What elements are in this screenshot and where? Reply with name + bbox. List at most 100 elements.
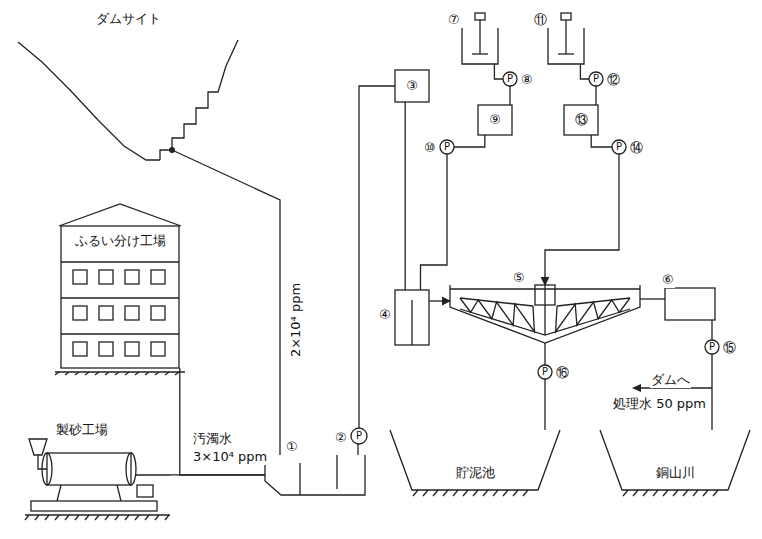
text-holder: ⑦	[447, 9, 461, 28]
sludge-pond-outline	[390, 430, 560, 500]
floor-line	[61, 333, 179, 334]
annotation: 汚濁水	[192, 432, 233, 447]
callout-number: ⑥	[661, 273, 675, 288]
partition	[336, 455, 337, 489]
ground-hatch	[483, 490, 488, 496]
ground-hatch	[35, 515, 39, 520]
ground-hatch	[423, 490, 428, 496]
pipe-line	[544, 355, 545, 365]
mixing-tank-outline	[548, 28, 584, 64]
pipe-line	[429, 300, 450, 301]
ground-hatch	[165, 515, 169, 520]
label-holder: 2×10⁴ ppm	[285, 282, 304, 358]
ground-hatch	[623, 490, 628, 496]
mixing-tank: ⑪	[548, 28, 584, 64]
agitator-shaft	[565, 20, 566, 54]
window	[99, 342, 113, 356]
sludge-pond: 貯泥池	[390, 430, 560, 500]
window	[151, 342, 165, 356]
ground-hatch	[125, 372, 129, 375]
agitator-paddle	[558, 53, 574, 54]
box-outline	[395, 70, 429, 102]
process-box: ③	[395, 70, 429, 102]
pump: P⑧	[503, 72, 517, 86]
tank-wall	[265, 455, 365, 495]
label-holder: ダムサイト	[95, 8, 162, 27]
pump-circle	[705, 340, 719, 354]
ground-hatch	[135, 515, 139, 520]
ground-hatch	[155, 372, 159, 375]
pump-circle	[503, 72, 517, 86]
settling-tank: ①	[265, 455, 365, 495]
ground-hatch	[713, 490, 718, 496]
pipe-line	[640, 298, 665, 299]
node-label: 貯泥池	[455, 466, 496, 481]
annotation: 2×10⁴ ppm	[289, 282, 304, 358]
ground-hatch	[65, 372, 69, 375]
node-label: P	[355, 430, 363, 442]
pump-circle	[538, 365, 552, 379]
text-holder: ⑯	[555, 362, 570, 381]
ground-hatch	[145, 515, 149, 520]
agitator-shaft	[479, 20, 480, 54]
ground-hatch	[165, 372, 169, 375]
pipe-line	[595, 86, 596, 105]
label-holder: 汚濁水	[192, 428, 233, 447]
ground-hatch	[125, 515, 129, 520]
ground-hatch	[643, 490, 648, 496]
intake-dot	[169, 147, 175, 153]
callout-number: ⑧	[520, 73, 534, 88]
ground-hatch	[633, 490, 638, 496]
agitator-motor	[475, 13, 485, 20]
rake-arm	[460, 309, 630, 335]
text-holder: ③	[395, 70, 429, 102]
pipe-line	[454, 135, 485, 147]
text-holder: P	[612, 140, 626, 154]
window	[99, 306, 113, 320]
node-label: P	[506, 73, 514, 85]
node-label: ふるい分け工場	[74, 234, 167, 249]
text-holder: ⑥	[661, 269, 675, 288]
outlet-pipe	[136, 474, 170, 475]
window	[99, 270, 113, 284]
box-outline	[665, 288, 715, 320]
sludge-outlet	[544, 343, 545, 355]
text-holder: ⑪	[533, 9, 548, 28]
rake-bracing	[460, 298, 534, 332]
mixing-box-outline	[395, 290, 429, 345]
ground-hatch	[105, 372, 109, 375]
support	[57, 485, 121, 501]
mill-drum	[47, 453, 131, 485]
pipe-line	[509, 86, 510, 105]
callout-number: ④	[378, 308, 392, 323]
building-body	[61, 226, 179, 368]
mixing-box: ④	[395, 290, 429, 345]
text-holder: P	[351, 428, 367, 444]
sand-plant: 製砂工場	[25, 415, 170, 525]
text-holder: ②	[334, 427, 348, 446]
ground-hatch	[55, 515, 59, 520]
callout-number: ⑯	[555, 366, 570, 381]
hopper	[29, 439, 47, 455]
callout-number: 製砂工場	[55, 423, 109, 438]
pump: P⑭	[612, 140, 626, 154]
ground-hatch	[653, 490, 658, 496]
pump: P⑫	[589, 72, 603, 86]
text-holder: ⑬	[564, 105, 598, 135]
baffle	[299, 463, 300, 495]
basin-outline	[600, 430, 750, 490]
ground-hatch	[55, 372, 59, 375]
floor-line	[61, 261, 179, 262]
river-basin-outline	[600, 430, 750, 500]
window	[73, 342, 87, 356]
pipe-line	[405, 102, 406, 290]
ground-hatch	[443, 490, 448, 496]
ground-hatch	[513, 490, 518, 496]
text-holder: P	[503, 72, 517, 86]
ground-hatch	[95, 515, 99, 520]
text-holder: ⑩	[423, 137, 437, 156]
ground-hatch	[95, 372, 99, 375]
ground-line	[55, 371, 185, 372]
